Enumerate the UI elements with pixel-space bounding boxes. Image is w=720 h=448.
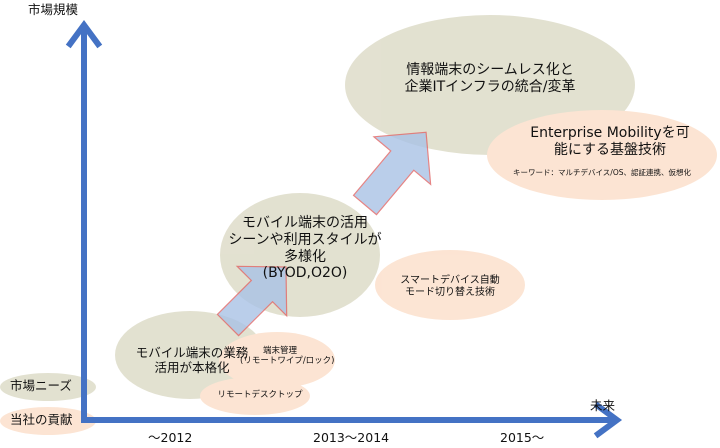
legend-needs: 市場ニーズ [10, 378, 72, 393]
text-line: 活用が本格化 [154, 360, 230, 375]
text-line: 多様化 [284, 248, 326, 265]
need-ellipse-stage1 [115, 311, 265, 399]
tech-ellipse-stage1a [219, 332, 335, 388]
period-label: 2015～ [500, 430, 545, 445]
text-line: 能にする基盤技術 [553, 141, 667, 158]
tech-ellipse-stage3 [487, 110, 717, 200]
stage1-need: モバイル端末の業務 活用が本格化 [122, 345, 262, 375]
stage1-tech1: 端末管理 (リモートワイプ/ロック) [240, 346, 335, 367]
period-label: ～2012 [148, 430, 193, 445]
text-line: モード切り替え技術 [405, 287, 495, 298]
growth-arrow-2 [352, 131, 432, 216]
tech-ellipse-stage2 [375, 250, 525, 320]
stage2-tech: スマートデバイス自動 モード切り替え技術 [390, 275, 510, 299]
tech-ellipse-stage1b [200, 377, 310, 415]
axes [65, 19, 623, 439]
text-line: (リモートワイプ/ロック) [240, 356, 335, 367]
text-line: Enterprise Mobilityを可 [530, 125, 690, 141]
text-line: (BYOD,O2O) [262, 265, 348, 282]
stage3-need: 情報端末のシームレス化と 企業ITインフラの統合/変革 [390, 62, 590, 96]
text-line: 企業ITインフラの統合/変革 [404, 78, 576, 95]
legend-contribution-ellipse [0, 407, 96, 435]
text-line: 端末管理 [262, 346, 297, 356]
legend-needs-ellipse [0, 373, 96, 401]
text-line: モバイル端末の活用 [242, 215, 368, 231]
legend-contribution: 当社の貢献 [10, 412, 73, 427]
period-label: 2013～2014 [313, 430, 390, 445]
text-line: スマートデバイス自動 [400, 275, 500, 286]
stage3-keywords: キーワード：マルチデバイス/OS、認証連携、仮想化 [513, 168, 691, 177]
stage1-tech2: リモートデスクトップ [217, 390, 303, 400]
stage2-need: モバイル端末の活用 シーンや利用スタイルが 多様化 (BYOD,O2O) [225, 215, 385, 282]
growth-arrow-1 [216, 265, 288, 337]
stage3-tech: Enterprise Mobilityを可 能にする基盤技術 [510, 125, 710, 159]
text-line: シーンや利用スタイルが [228, 231, 382, 248]
x-axis-label: 未来 [590, 398, 616, 413]
text-line: 情報端末のシームレス化と [406, 62, 574, 78]
text-line: モバイル端末の業務 [135, 345, 249, 360]
y-axis-label: 市場規模 [28, 2, 79, 17]
